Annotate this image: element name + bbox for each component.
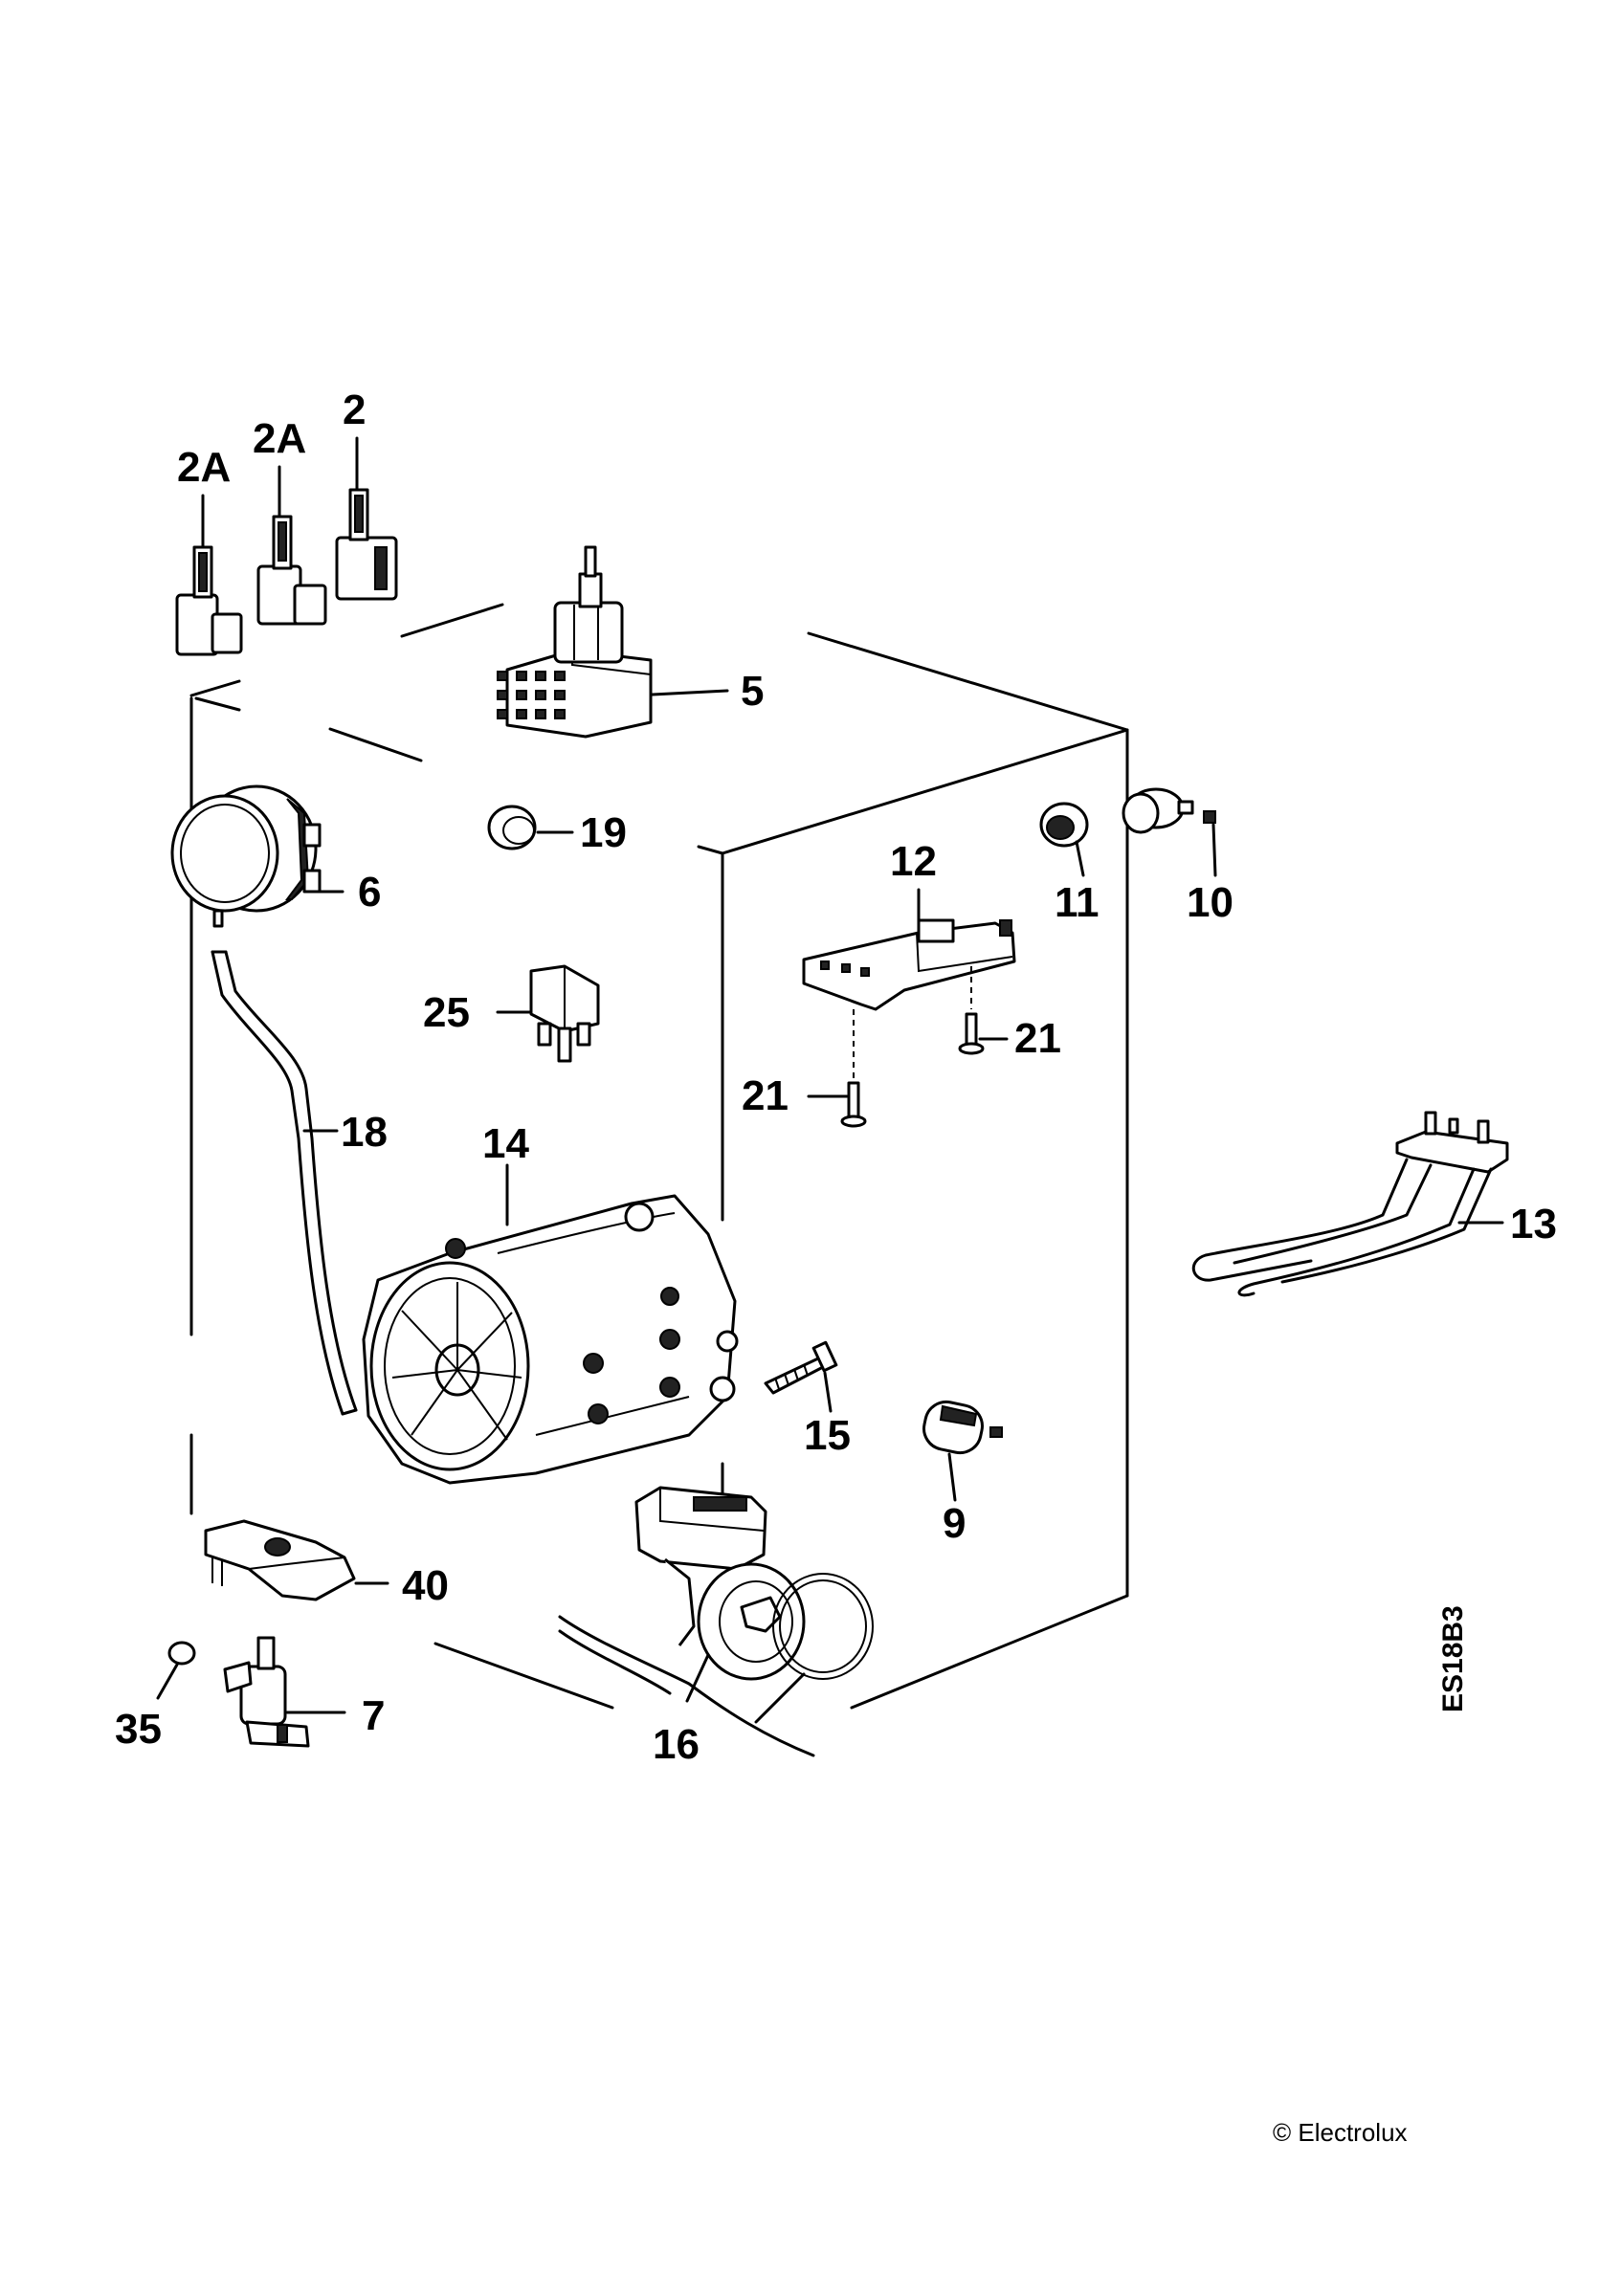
- door-lock-dial-6: [170, 784, 344, 928]
- callout-21-left: 21: [742, 1072, 789, 1119]
- callout-2A-left: 2A: [177, 444, 231, 491]
- hose-18: [211, 950, 358, 1416]
- bolt-15: [764, 1340, 838, 1413]
- callout-15: 15: [804, 1412, 851, 1459]
- callout-18: 18: [341, 1109, 388, 1156]
- callout-16: 16: [653, 1721, 700, 1768]
- callout-14: 14: [482, 1120, 529, 1167]
- callout-10: 10: [1187, 879, 1233, 926]
- callout-35: 35: [115, 1706, 162, 1753]
- callout-6: 6: [358, 869, 381, 916]
- push-button-switch-2A-left: [175, 494, 243, 656]
- screw-21-right: [958, 966, 1009, 1055]
- copyright-notice: © Electrolux: [1273, 2118, 1408, 2147]
- callout-12: 12: [890, 838, 937, 885]
- callout-40: 40: [402, 1562, 449, 1609]
- callout-2A-mid: 2A: [253, 415, 306, 462]
- drawing-code: ES18B3: [1437, 1605, 1469, 1712]
- callout-7: 7: [362, 1692, 385, 1739]
- motor-14: [362, 1163, 739, 1485]
- callout-labels: 2A 2A 2 5 6 19 12 11 10 25 21 21 18 14 1…: [115, 386, 1557, 1768]
- door-interlock-12: [802, 888, 1016, 1011]
- screw-21-left: [807, 1009, 867, 1128]
- callout-25: 25: [423, 989, 470, 1036]
- thermostat-10: [1122, 787, 1217, 877]
- push-button-switch-2: [335, 436, 398, 601]
- grommet-19: [487, 805, 574, 850]
- cabinet-outline: [189, 603, 1129, 1710]
- callout-5: 5: [741, 668, 764, 715]
- grommet-11: [1039, 802, 1089, 877]
- drain-pump-16: [558, 1486, 874, 1757]
- callout-13: 13: [1510, 1201, 1557, 1247]
- bracket-40: [204, 1519, 389, 1601]
- suppressor-25: [496, 964, 600, 1063]
- programme-selector-5: [497, 545, 729, 739]
- heating-element-13: [1192, 1111, 1509, 1297]
- callout-11: 11: [1055, 879, 1100, 926]
- push-button-switch-2A-mid: [256, 465, 327, 626]
- callout-2: 2: [343, 386, 366, 433]
- valve-7: [223, 1636, 346, 1748]
- callout-21-right: 21: [1014, 1015, 1061, 1062]
- capacitor-9: [922, 1400, 1003, 1502]
- callout-9: 9: [943, 1500, 966, 1547]
- clip-35: [156, 1641, 196, 1700]
- callout-19: 19: [580, 809, 627, 856]
